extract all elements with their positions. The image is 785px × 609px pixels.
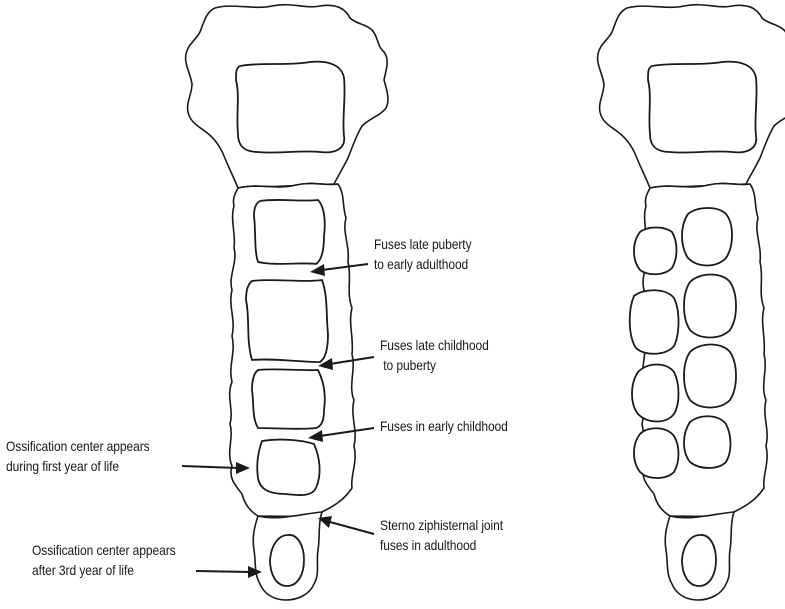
sternebra-3 <box>251 368 326 430</box>
label-ossification-first-year: Ossification center appears during first… <box>6 438 150 474</box>
arrow-fuses-late-childhood <box>318 356 375 370</box>
label-sterno-xiphisternal: Sterno ziphisternal joint fuses in adult… <box>380 517 504 553</box>
arrow-ossification-first-year <box>181 462 250 474</box>
ossification-center-5 <box>631 363 680 423</box>
sternebra-4 <box>256 438 321 496</box>
ossification-center-1 <box>633 226 678 276</box>
arrow-fuses-early-childhood <box>308 427 375 442</box>
ossification-center-6 <box>683 343 737 409</box>
label-fuses-late-childhood: Fuses late childhood to puberty <box>380 337 489 373</box>
arrow-fuses-late-puberty <box>310 263 369 276</box>
xiphoid-process <box>252 511 323 601</box>
manubriosternal-joint <box>649 182 751 189</box>
ossification-center-3 <box>628 289 680 355</box>
sternebra-2 <box>245 279 329 363</box>
arrow-sterno-xiphisternal <box>318 516 375 535</box>
ossification-center-7 <box>633 427 680 479</box>
manubrium-ossification-center <box>235 60 346 154</box>
ossification-center-4 <box>683 273 737 339</box>
label-fuses-early-childhood: Fuses in early childhood <box>380 418 508 434</box>
xiphoid-process <box>664 511 735 601</box>
label-ossification-third-year: Ossification center appears after 3rd ye… <box>32 542 176 578</box>
manubrium-ossification-center <box>647 60 758 154</box>
left-sternum <box>184 3 389 601</box>
manubriosternal-joint <box>237 182 339 189</box>
arrow-ossification-third-year <box>195 566 262 578</box>
ossification-center-2 <box>681 207 733 267</box>
right-sternum <box>596 3 785 601</box>
label-fuses-late-puberty: Fuses late puberty to early adulthood <box>374 236 472 272</box>
ossification-center-8 <box>683 415 732 469</box>
sternebra-1 <box>253 198 326 265</box>
